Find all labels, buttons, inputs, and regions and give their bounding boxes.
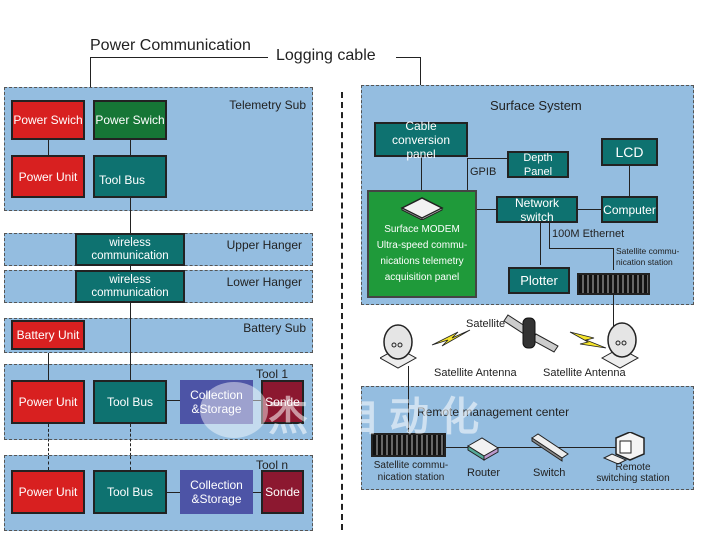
tool-link-power xyxy=(48,424,49,480)
modem-desc-1: Ultra-speed commu- xyxy=(376,240,468,251)
connector xyxy=(421,155,422,190)
modem-desc-3: acquisition panel xyxy=(384,272,460,283)
power-communication-label: Power Communication xyxy=(90,37,251,54)
satellite-label: Satellite xyxy=(466,318,506,330)
plotter-line xyxy=(540,223,541,265)
lower-hanger-label: Lower Hanger xyxy=(226,275,302,289)
tool-n-power-unit: Power Unit xyxy=(11,470,85,514)
router-label: Router xyxy=(467,467,501,479)
logging-cable-label: Logging cable xyxy=(276,47,376,64)
connector xyxy=(130,138,131,158)
station-to-antenna xyxy=(613,295,614,345)
divider xyxy=(341,92,343,530)
tool-n-sonde: Sonde xyxy=(261,470,304,514)
plotter: Plotter xyxy=(508,267,570,294)
remote-sat-station-label: Satellite commu- nication station xyxy=(373,460,449,483)
surface-sat-station-rack xyxy=(577,273,650,295)
ethernet-line-h xyxy=(549,248,613,249)
ethernet-label: 100M Ethernet xyxy=(552,228,625,240)
tool-n-collection-storage: Collection &Storage xyxy=(180,470,253,514)
tool-n-label: Tool n xyxy=(255,458,288,472)
power-communication-drop xyxy=(90,57,91,87)
battery-unit: Battery Unit xyxy=(11,320,85,350)
wireless-communication-lower: wireless communication xyxy=(75,270,185,303)
connector xyxy=(130,456,131,470)
tool-n-tool-bus: Tool Bus xyxy=(93,470,167,514)
connector xyxy=(48,456,49,470)
power-unit: Power Unit xyxy=(11,155,85,198)
antenna-right-label: Satellite Antenna xyxy=(543,367,626,379)
connector xyxy=(629,166,630,198)
gpib-line xyxy=(467,158,468,190)
network-switch: Network switch xyxy=(496,196,578,224)
telemetry-sub-label: Telemetry Sub xyxy=(229,98,306,112)
remote-sat-station-rack xyxy=(371,433,446,457)
antenna-left-label: Satellite Antenna xyxy=(434,367,517,379)
upper-hanger-label: Upper Hanger xyxy=(226,238,302,252)
power-communication-line xyxy=(90,57,268,58)
cable-conversion-panel: Cable conversion panel xyxy=(374,119,468,161)
remote-station-label: Remote switching station xyxy=(596,462,670,484)
satellite-link-graphics xyxy=(380,314,640,369)
power-switch-red: Power Swich xyxy=(11,100,85,140)
surface-system-label: Surface System xyxy=(490,98,582,113)
gpib-line-h xyxy=(467,158,507,159)
wireless-communication-upper: wireless communication xyxy=(75,233,185,266)
gpib-label: GPIB xyxy=(470,166,497,178)
bus-line-2 xyxy=(130,303,131,383)
connector xyxy=(408,386,409,432)
ethernet-line xyxy=(549,223,550,248)
modem-desc-2: nications telemetry xyxy=(380,256,464,267)
lcd: LCD xyxy=(601,138,658,166)
tool-1-tool-bus: Tool Bus xyxy=(93,380,167,424)
router-icon xyxy=(467,437,499,461)
connector xyxy=(252,492,262,493)
logging-cable-drop xyxy=(420,57,421,85)
antenna-left-icon xyxy=(380,324,418,369)
ethernet-line-v xyxy=(613,248,614,270)
switch-icon xyxy=(531,433,569,462)
connector xyxy=(167,400,181,401)
surface-modem: Surface MODEM Ultra-speed commu- nicatio… xyxy=(367,190,477,298)
tool-bus: Tool Bus xyxy=(93,155,167,198)
logging-cable-line xyxy=(396,57,420,58)
watermark-text: 杰 自动化 xyxy=(268,395,490,439)
watermark-logo xyxy=(200,382,268,438)
battery-sub-label: Battery Sub xyxy=(243,321,306,335)
satellite-icon xyxy=(503,314,559,353)
modem-icon xyxy=(400,197,444,220)
connector xyxy=(48,355,49,380)
connector xyxy=(167,492,181,493)
antenna-right-icon xyxy=(600,322,640,369)
connector xyxy=(577,209,601,210)
surface-sat-station-label: Satellite commu- nication station xyxy=(616,246,680,267)
connector xyxy=(48,138,49,158)
tool-1-sonde: Sonde xyxy=(261,380,304,424)
tool-1-label: Tool 1 xyxy=(255,367,288,381)
connector xyxy=(477,209,497,210)
lightning-left-icon xyxy=(431,329,471,347)
remote-devices xyxy=(467,432,645,465)
switch-label: Switch xyxy=(533,467,566,479)
connector xyxy=(130,355,131,380)
remote-center-label: Remote management center xyxy=(417,405,570,419)
computer: Computer xyxy=(601,196,658,223)
power-switch-green: Power Swich xyxy=(93,100,167,140)
tool-1-power-unit: Power Unit xyxy=(11,380,85,424)
modem-title: Surface MODEM xyxy=(384,224,460,235)
connector xyxy=(252,400,262,401)
tool-1-collection-storage: Collection &Storage xyxy=(180,380,253,424)
remote-computer-icon xyxy=(602,432,645,465)
depth-panel: Depth Panel xyxy=(507,151,569,178)
lightning-right-icon xyxy=(569,331,607,349)
tool-link-bus xyxy=(130,424,131,480)
